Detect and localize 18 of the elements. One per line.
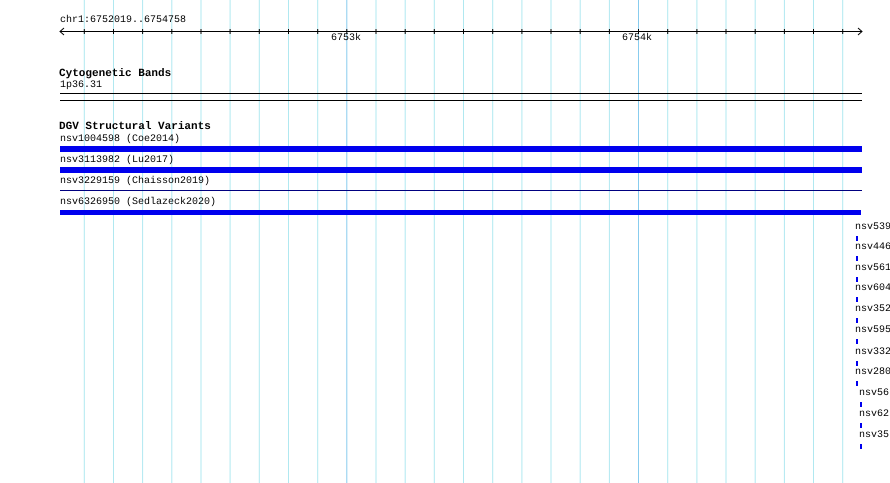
tick-label: 6754k bbox=[622, 33, 652, 45]
variant-label: nsv446 bbox=[855, 242, 890, 254]
variant-label: nsv3113982 (Lu2017) bbox=[60, 155, 174, 167]
track-title: DGV Structural Variants bbox=[59, 121, 211, 133]
variant-label: nsv1004598 (Coe2014) bbox=[60, 134, 180, 146]
variant-label: nsv62 bbox=[859, 409, 890, 421]
variant-label: nsv6326950 (Sedlazeck2020) bbox=[60, 197, 216, 209]
variant-label: nsv56 bbox=[859, 388, 890, 400]
variant-label: nsv35 bbox=[859, 430, 890, 442]
variant-label: nsv3229159 (Chaisson2019) bbox=[60, 176, 210, 188]
band-label: 1p36.31 bbox=[60, 80, 102, 92]
variant-label: nsv595 bbox=[855, 325, 890, 337]
variant-label: nsv332 bbox=[855, 347, 890, 359]
tick-label: 6753k bbox=[331, 33, 362, 45]
variant-label: nsv352 bbox=[855, 304, 890, 316]
location-label: chr1:6752019..6754758 bbox=[60, 15, 186, 27]
variant-label: nsv539 bbox=[855, 222, 890, 234]
track-title: Cytogenetic Bands bbox=[59, 68, 172, 80]
